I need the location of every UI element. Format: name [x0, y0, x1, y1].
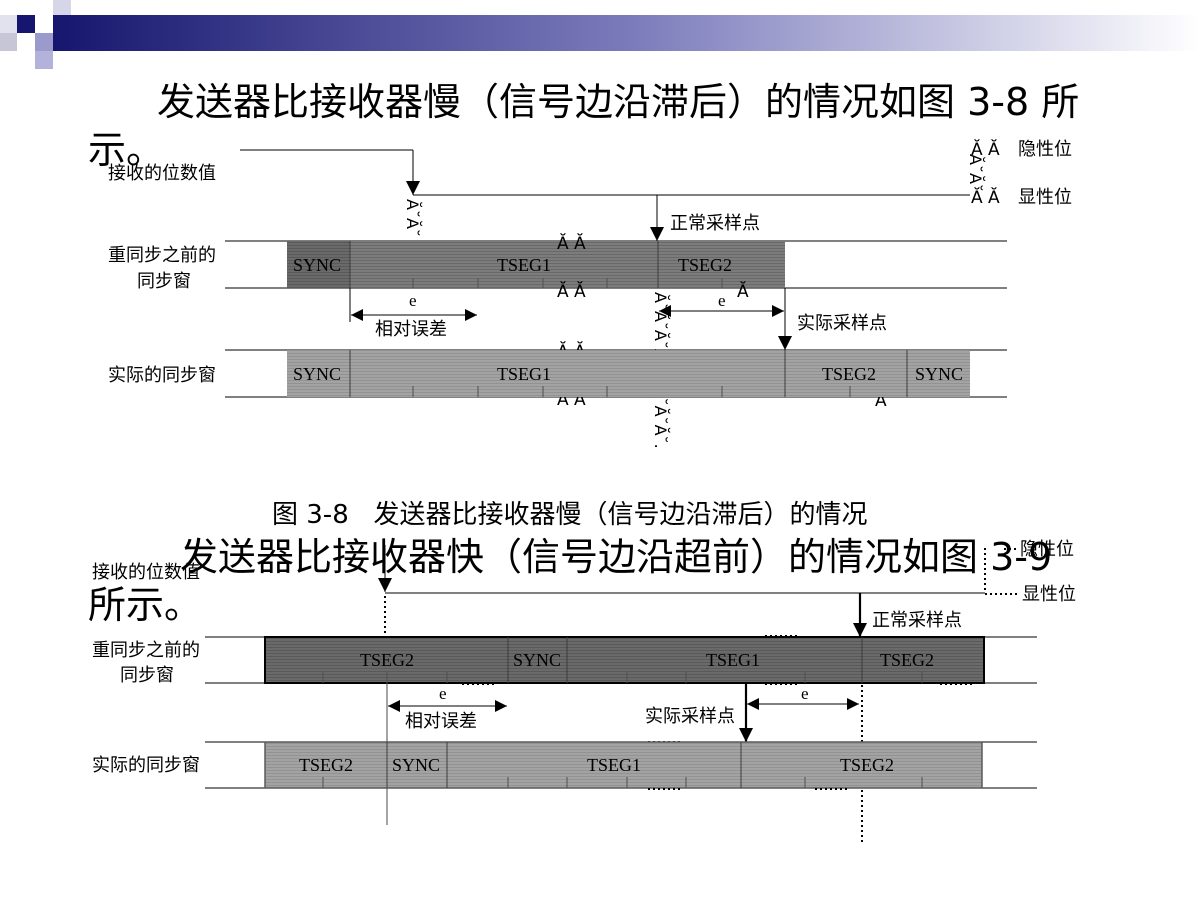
- normal-sample-label: 正常采样点: [872, 610, 962, 631]
- legend-recessive-label: 隐性位: [1018, 139, 1072, 160]
- stray-symbol: Ă Ă: [557, 232, 586, 254]
- header-square-pale: [53, 0, 71, 15]
- window-actual-segment-sync-next: [907, 350, 970, 397]
- figure-3-9: 接收的位数值 隐性位 显性位 正常采样点 重同步之前的 同步窗 实际的同步窗: [92, 539, 1076, 845]
- actual-sample-label: 实际采样点: [797, 313, 887, 334]
- window-before-segment-tseg2: [862, 637, 984, 683]
- actual-sample-label: 实际采样点: [645, 706, 735, 727]
- window-actual-label-sync: SYNC: [293, 364, 341, 384]
- received-bits-label: 接收的位数值: [108, 163, 216, 184]
- stray-symbol: Ă: [737, 280, 749, 302]
- stray-symbol: Ă Ă: [557, 280, 586, 302]
- row-actual-label: 实际的同步窗: [92, 755, 200, 776]
- window-actual-label-sync-next: SYNC: [915, 364, 963, 384]
- window-actual-segment-sync: [287, 350, 350, 397]
- header-square-gray: [0, 33, 17, 51]
- window-actual-label-tseg2-prev: TSEG2: [299, 755, 353, 775]
- window-actual-segment-tseg2: [785, 350, 907, 397]
- edge-symbol: Ă˘Ă˘: [403, 199, 422, 237]
- header-gradient-bar: [53, 15, 1200, 51]
- window-before-frame: [264, 636, 985, 684]
- legend-dominant-label: 显性位: [1018, 187, 1072, 208]
- window-actual-label-sync: SYNC: [392, 755, 440, 775]
- window-actual-segment-tseg1: [350, 350, 785, 397]
- figure-3-8: 接收的位数值 Ă˘Ă˘ Ă Ă 隐性位 Ă˘Ă˘ Ă Ă 显性位 正常采样点 重…: [108, 138, 1072, 530]
- legend-recessive-label: 隐性位: [1020, 539, 1074, 560]
- received-bits-label: 接收的位数值: [92, 562, 200, 583]
- legend-dominant-label: 显性位: [1022, 584, 1076, 605]
- relative-error-label: 相对误差: [375, 319, 447, 340]
- window-actual-label-tseg1: TSEG1: [587, 755, 641, 775]
- section-1-title-line1: 发送器比接收器慢（信号边沿滞后）的情况如图 3-8 所: [157, 80, 1079, 124]
- sample-shift-error-symbol: e: [801, 684, 809, 703]
- window-actual-segment-tseg2-prev: [265, 742, 387, 788]
- normal-sample-label: 正常采样点: [670, 213, 760, 234]
- window-before-segment-tseg1: [567, 637, 862, 683]
- window-before-label-sync: SYNC: [293, 255, 341, 275]
- window-actual-segment-tseg2: [741, 742, 982, 788]
- window-actual-frame: [264, 741, 983, 789]
- sample-shift-error-symbol: e: [718, 291, 726, 310]
- legend-dominant-symbol: Ă Ă: [971, 186, 1000, 208]
- window-before-label-tseg1: TSEG1: [497, 255, 551, 275]
- row-before-label-line2: 同步窗: [120, 665, 174, 686]
- window-before-segment-sync: [508, 637, 567, 683]
- legend-between-symbol: Ă˘Ă˘: [966, 154, 985, 192]
- window-before-label-tseg2-prev: TSEG2: [360, 650, 414, 670]
- row-before-label-line2: 同步窗: [137, 271, 191, 292]
- window-actual-label-tseg2: TSEG2: [822, 364, 876, 384]
- legend-recessive-symbol: Ă Ă: [971, 138, 1000, 160]
- header-square-lavender: [35, 51, 53, 69]
- header-decoration: [0, 0, 1200, 69]
- figure-3-8-caption: 图 3-8 发送器比接收器慢（信号边沿滞后）的情况: [272, 500, 868, 530]
- section-2-title-line2: 所示。: [88, 583, 202, 627]
- window-actual-label-tseg1: TSEG1: [497, 364, 551, 384]
- window-actual-label-tseg2: TSEG2: [840, 755, 894, 775]
- row-actual-label: 实际的同步窗: [108, 365, 216, 386]
- header-square-lavender: [35, 33, 53, 51]
- window-before-label-tseg2: TSEG2: [678, 255, 732, 275]
- relative-error-symbol: e: [439, 684, 447, 703]
- row-before-label-line1: 重同步之前的: [92, 640, 200, 661]
- window-before-label-tseg2: TSEG2: [880, 650, 934, 670]
- section-1-title-line2: 示。: [88, 128, 164, 172]
- header-square-pale: [0, 15, 17, 33]
- header-square-navy: [17, 15, 35, 33]
- relative-error-label: 相对误差: [405, 711, 477, 732]
- relative-error-symbol: e: [409, 291, 417, 310]
- window-before-label-tseg1: TSEG1: [706, 650, 760, 670]
- section-2-title-line1: 发送器比接收器快（信号边沿超前）的情况如图 3-9: [180, 535, 1052, 579]
- row-before-label-line1: 重同步之前的: [108, 245, 216, 266]
- window-before-label-sync: SYNC: [513, 650, 561, 670]
- window-actual-segment-tseg1: [447, 742, 741, 788]
- window-before-segment-sync: [287, 241, 350, 288]
- window-actual-segment-sync: [387, 742, 447, 788]
